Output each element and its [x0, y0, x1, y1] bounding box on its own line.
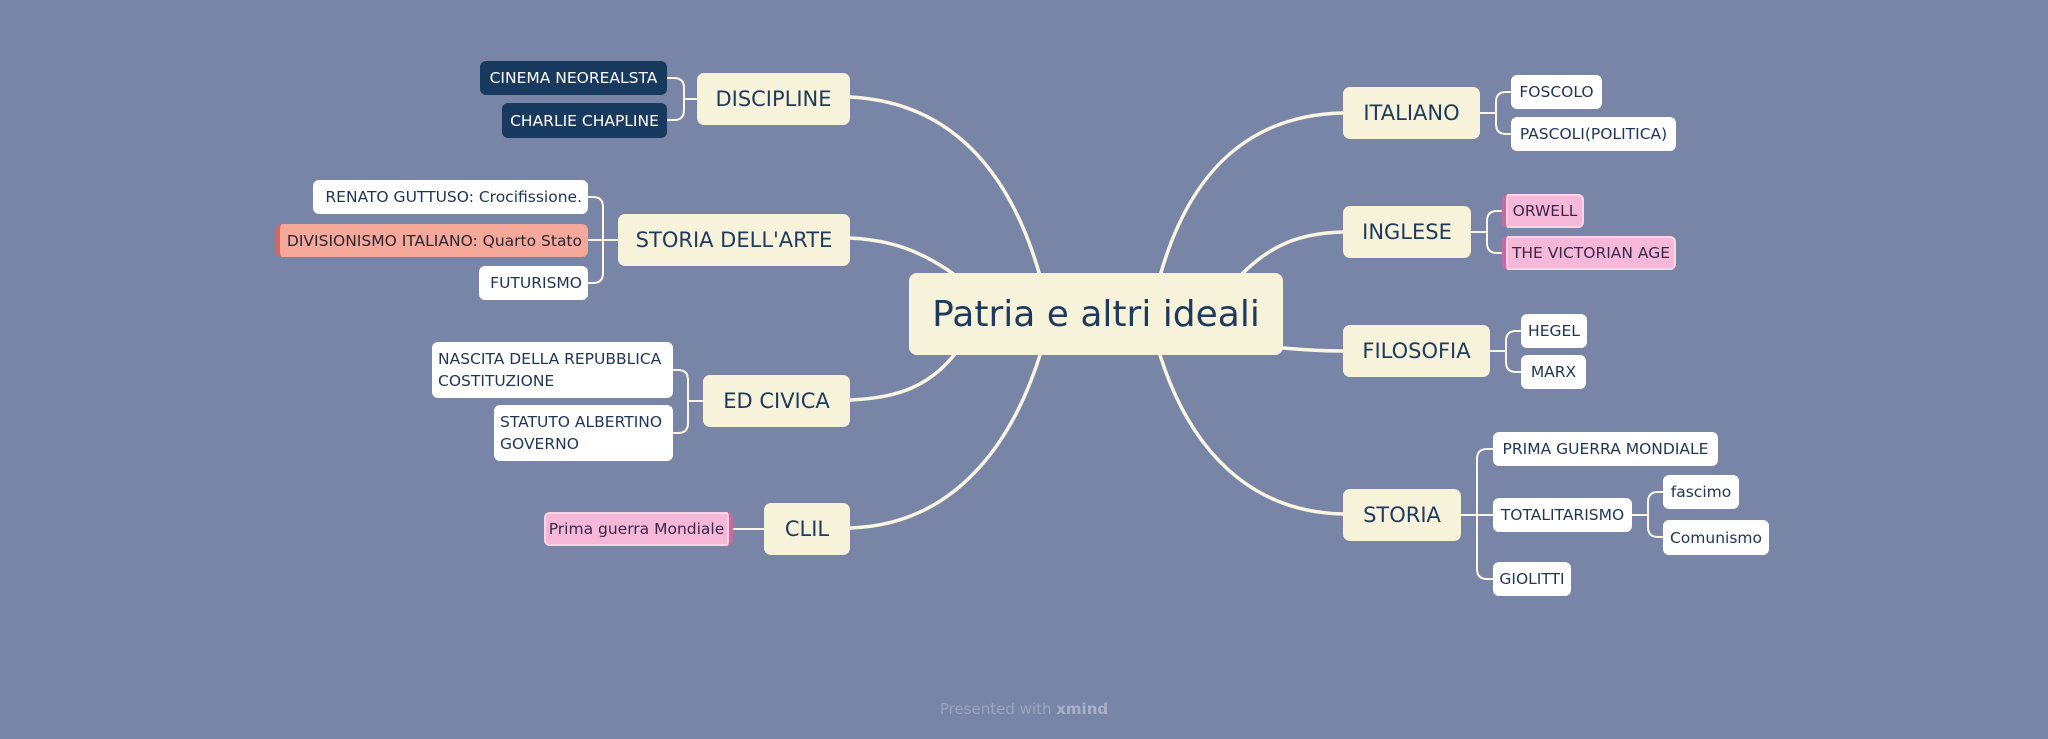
- bracket-inglese: [1470, 210, 1503, 254]
- connector-clil: [848, 353, 1042, 530]
- topic-discipline[interactable]: DISCIPLINE: [697, 73, 850, 125]
- subtopic-giolitti[interactable]: GIOLITTI: [1493, 562, 1571, 596]
- subtopic-the-victorian-age[interactable]: THE VICTORIAN AGE: [1502, 236, 1676, 270]
- subtopic-orwell[interactable]: ORWELL: [1502, 194, 1584, 228]
- subtopic-comunismo[interactable]: Comunismo: [1663, 520, 1769, 555]
- subtopic-divisionismo-italiano[interactable]: DIVISIONISMO ITALIANO: Quarto Stato: [276, 224, 588, 257]
- connector-inglese: [1238, 230, 1345, 278]
- subtopic-line: GOVERNO: [500, 435, 579, 453]
- connector-discipline: [848, 95, 1042, 278]
- subtopic-prima-guerra-mondiale[interactable]: PRIMA GUERRA MONDIALE: [1493, 432, 1718, 466]
- subtopic-marx[interactable]: MARX: [1521, 355, 1586, 389]
- presented-with-footer[interactable]: Presented with xmind: [0, 700, 2048, 718]
- connector-italiano: [1158, 111, 1345, 278]
- topic-clil[interactable]: CLIL: [764, 503, 850, 555]
- bracket-italiano: [1479, 91, 1512, 135]
- topic-storia-dell-arte[interactable]: STORIA DELL'ARTE: [618, 214, 850, 266]
- topic-ed-civica[interactable]: ED CIVICA: [703, 375, 850, 427]
- bracket-discipline: [666, 77, 699, 121]
- connector-filosofia: [1281, 346, 1345, 353]
- footer-prefix: Presented with: [939, 700, 1057, 718]
- subtopic-fascimo[interactable]: fascimo: [1663, 475, 1739, 509]
- topic-storia[interactable]: STORIA: [1343, 489, 1461, 541]
- subtopic-cinema-neorealsta[interactable]: CINEMA NEOREALSTA: [480, 61, 667, 95]
- central-topic[interactable]: Patria e altri ideali: [909, 273, 1283, 355]
- topic-inglese[interactable]: INGLESE: [1343, 206, 1471, 258]
- subtopic-prima-guerra-mondiale-clil[interactable]: Prima guerra Mondiale: [544, 512, 733, 546]
- bracket-storia-arte: [587, 196, 619, 284]
- subtopic-futurismo[interactable]: FUTURISMO: [479, 266, 588, 300]
- bracket-filosofia: [1489, 330, 1522, 373]
- connector-ed-civica: [848, 352, 957, 402]
- topic-italiano[interactable]: ITALIANO: [1343, 87, 1480, 139]
- subtopic-line: NASCITA DELLA REPUBBLICA: [438, 350, 662, 368]
- subtopic-hegel[interactable]: HEGEL: [1521, 314, 1587, 348]
- subtopic-pascoli-politica[interactable]: PASCOLI(POLITICA): [1511, 117, 1676, 151]
- subtopic-foscolo[interactable]: FOSCOLO: [1511, 75, 1602, 109]
- bracket-storia: [1460, 448, 1494, 580]
- connector-storia: [1158, 353, 1345, 516]
- subtopic-totalitarismo[interactable]: TOTALITARISMO: [1493, 498, 1632, 532]
- bracket-ed-civica: [672, 369, 704, 434]
- subtopic-renato-guttuso[interactable]: RENATO GUTTUSO: Crocifissione.: [313, 180, 588, 214]
- subtopic-nascita-della-repubblica[interactable]: NASCITA DELLA REPUBBLICA COSTITUZIONE: [432, 342, 673, 398]
- subtopic-statuto-albertino[interactable]: STATUTO ALBERTINO GOVERNO: [494, 405, 673, 461]
- xmind-brand: xmind: [1056, 700, 1109, 718]
- subtopic-charlie-chapline[interactable]: CHARLIE CHAPLINE: [502, 103, 667, 138]
- subtopic-line: COSTITUZIONE: [438, 372, 555, 390]
- subtopic-line: STATUTO ALBERTINO: [500, 413, 663, 431]
- topic-filosofia[interactable]: FILOSOFIA: [1343, 325, 1490, 377]
- connector-storia-arte: [848, 236, 957, 277]
- bracket-totalitarismo: [1631, 491, 1664, 538]
